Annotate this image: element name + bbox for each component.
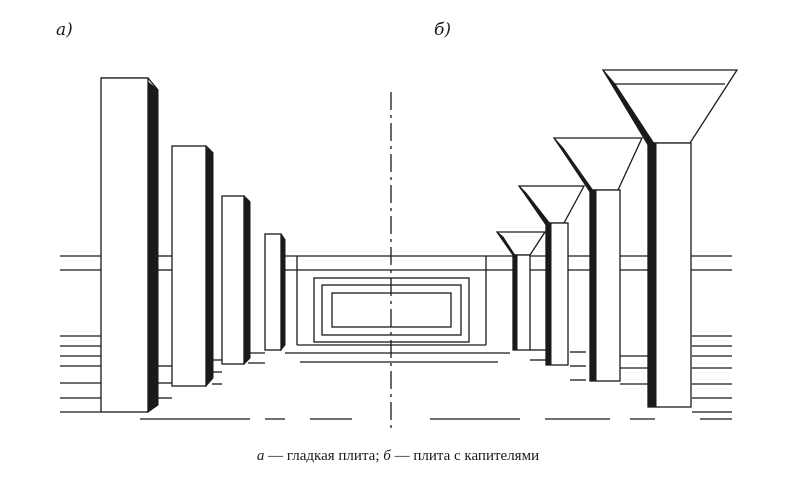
caption-text-a: — гладкая плита; bbox=[264, 448, 384, 464]
caption-letter-a: а bbox=[256, 448, 265, 464]
label-b: б) bbox=[434, 20, 452, 40]
column-b-2 bbox=[552, 137, 644, 382]
caption-letter-b: б bbox=[383, 448, 391, 464]
column-b-1 bbox=[601, 69, 739, 408]
column-a-4 bbox=[264, 233, 286, 352]
label-a: а) bbox=[56, 20, 73, 40]
back-wall bbox=[285, 255, 510, 363]
column-b-3 bbox=[517, 185, 586, 366]
column-a-2 bbox=[171, 145, 214, 388]
figure-caption: а — гладкая плита; б — плита с капителям… bbox=[0, 448, 796, 465]
column-b-4 bbox=[495, 231, 547, 351]
column-a-3 bbox=[221, 195, 251, 366]
left-horizontal-lines bbox=[60, 255, 352, 420]
caption-text-b: — плита с капителями bbox=[390, 448, 540, 464]
column-a-1 bbox=[100, 77, 159, 413]
